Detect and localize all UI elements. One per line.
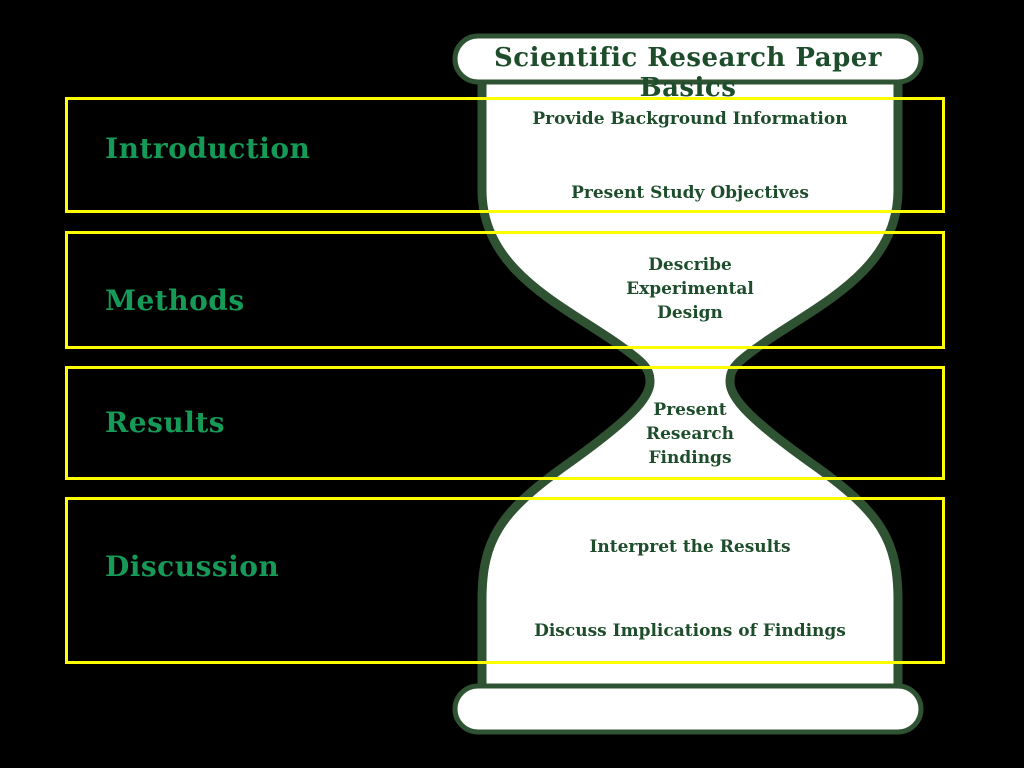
methods-item-design: Describe Experimental Design (626, 255, 754, 323)
section-box-introduction (65, 97, 945, 213)
discussion-item-implications: Discuss Implications of Findings (534, 621, 846, 641)
section-label-results: Results (105, 406, 226, 439)
intro-item-objectives: Present Study Objectives (571, 183, 809, 203)
section-box-discussion (65, 497, 945, 664)
section-label-discussion: Discussion (105, 550, 280, 583)
results-item-findings: Present Research Findings (645, 400, 734, 468)
title-banner-shape (452, 33, 924, 85)
discussion-item-interpret: Interpret the Results (589, 537, 791, 557)
section-box-results (65, 366, 945, 480)
base-banner-shape (452, 683, 924, 735)
section-box-methods (65, 231, 945, 349)
section-label-introduction: Introduction (105, 132, 311, 165)
page-title: Scientific Research Paper Basics (493, 43, 883, 103)
intro-item-background: Provide Background Information (532, 109, 848, 129)
section-label-methods: Methods (105, 284, 245, 317)
